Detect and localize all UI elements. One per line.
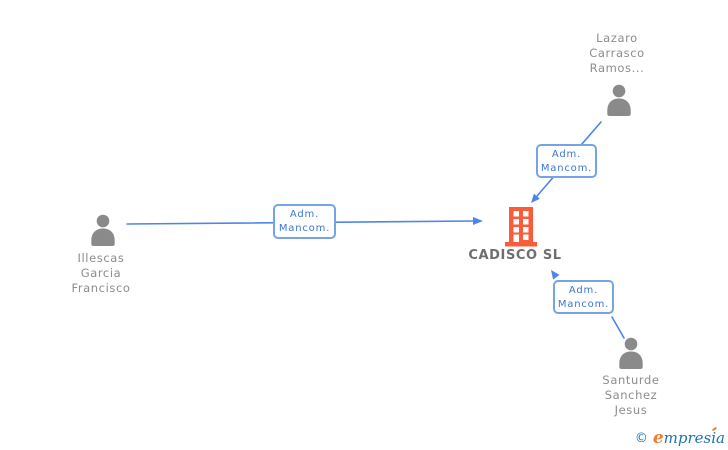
person-silhouette xyxy=(91,214,115,246)
edge-label-line: Adm. xyxy=(551,149,582,160)
person-name-line: Francisco xyxy=(71,281,131,295)
edge-label-line: Mancom. xyxy=(278,223,331,234)
edge-label-line: Mancom. xyxy=(557,299,610,310)
person-icon[interactable] xyxy=(605,84,633,116)
person-name-line: Ramos... xyxy=(589,61,645,75)
company-name[interactable]: CADISCO SL xyxy=(468,248,562,263)
edge-arrowheads-group xyxy=(473,193,560,280)
brand-rest-2: ia xyxy=(711,429,725,447)
copyright-icon: © xyxy=(634,430,648,446)
person-name-illescas[interactable]: Illescas Garcia Francisco xyxy=(41,251,161,296)
brand-rest-ia: ia xyxy=(711,426,725,447)
brand-rest: mpres xyxy=(663,429,712,447)
building-windows xyxy=(513,211,529,242)
edge-label-adm-mancom-santurde: Adm. Mancom. xyxy=(553,280,614,314)
arrowhead-down-left-icon xyxy=(531,193,540,203)
person-name-line: Illescas xyxy=(77,251,125,265)
person-name-line: Jesus xyxy=(614,403,648,417)
edge-label-line: Adm. xyxy=(568,285,599,296)
person-name-lazaro[interactable]: Lazaro Carrasco Ramos... xyxy=(557,31,677,76)
edge-label-adm-mancom-lazaro: Adm. Mancom. xyxy=(536,144,597,178)
arrowhead-up-left-icon xyxy=(551,270,560,280)
person-icon[interactable] xyxy=(617,337,645,369)
person-name-line: Sanchez xyxy=(604,388,658,402)
person-silhouette xyxy=(619,337,643,369)
edge-line-santurde-cadisco xyxy=(611,316,625,339)
brand-initial: e xyxy=(652,428,664,448)
person-silhouette xyxy=(607,84,631,116)
arrowhead-right-icon xyxy=(473,217,483,225)
person-name-line: Lazaro xyxy=(596,31,638,45)
edge-label-line: Mancom. xyxy=(540,163,593,174)
edge-label-line: Adm. xyxy=(289,209,320,220)
building-shape xyxy=(505,207,537,247)
person-name-line: Garcia xyxy=(80,266,122,280)
edge-label-adm-mancom-illescas: Adm. Mancom. xyxy=(273,204,336,239)
person-icon[interactable] xyxy=(89,214,117,246)
person-name-line: Santurde xyxy=(602,373,660,387)
company-building-icon[interactable] xyxy=(504,207,538,247)
person-name-line: Carrasco xyxy=(589,46,645,60)
person-name-santurde[interactable]: Santurde Sanchez Jesus xyxy=(571,373,691,418)
